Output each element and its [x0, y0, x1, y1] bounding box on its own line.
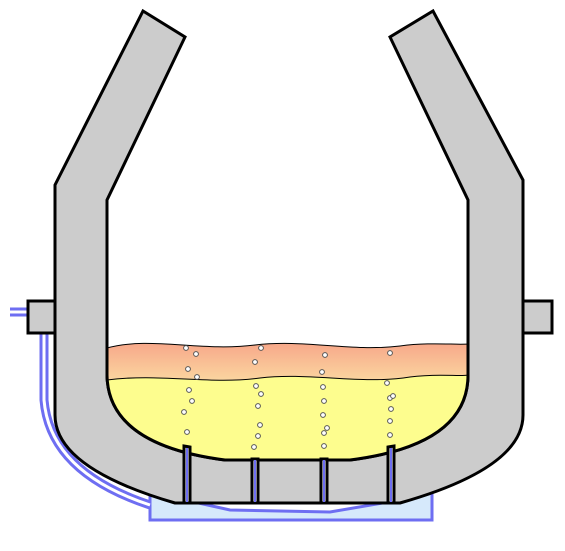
gas-bubble: [183, 345, 189, 351]
gas-bubble: [387, 432, 393, 438]
tuyere-gas-channels: [186, 448, 392, 502]
gas-bubble: [387, 350, 393, 356]
gas-bubble: [251, 444, 257, 450]
gas-bubble: [319, 369, 325, 375]
gas-bubble: [321, 430, 327, 436]
gas-bubble: [189, 398, 195, 404]
gas-bubble: [390, 393, 396, 399]
gas-bubble: [324, 425, 330, 431]
gas-bubble: [384, 380, 390, 386]
molten-steel: [107, 375, 468, 460]
gas-bubble: [258, 391, 264, 397]
gas-bubble: [321, 398, 327, 404]
vessel-inner-outline: [105, 200, 470, 462]
gas-bubble: [252, 359, 258, 365]
gas-bubble: [321, 443, 327, 449]
gas-bubble: [258, 345, 264, 351]
gas-bubble: [186, 387, 192, 393]
gas-bubble: [185, 366, 191, 372]
gas-bubble: [184, 429, 190, 435]
gas-bubble: [322, 352, 328, 358]
gas-bubble: [257, 422, 263, 428]
right-trunnion: [520, 299, 554, 335]
gas-bubble: [387, 418, 393, 424]
steel-surface-line: [106, 374, 469, 381]
bubble-column-4: [384, 350, 396, 438]
gas-bubble: [253, 383, 259, 389]
gas-bubble: [255, 403, 261, 409]
gas-bubble: [255, 433, 261, 439]
left-trunnion: [26, 299, 60, 335]
bubble-column-1: [181, 345, 200, 435]
bubble-column-2: [251, 345, 264, 450]
slag-surface-line: [106, 342, 469, 349]
gas-bubble: [193, 351, 199, 357]
gas-bubble: [320, 384, 326, 390]
gas-bubble: [388, 406, 394, 412]
bubble-column-3: [319, 352, 330, 449]
gas-bubble: [181, 409, 187, 415]
bottom-tuyeres: [182, 444, 396, 505]
gas-bubble: [320, 412, 326, 418]
gas-bubble: [194, 374, 200, 380]
